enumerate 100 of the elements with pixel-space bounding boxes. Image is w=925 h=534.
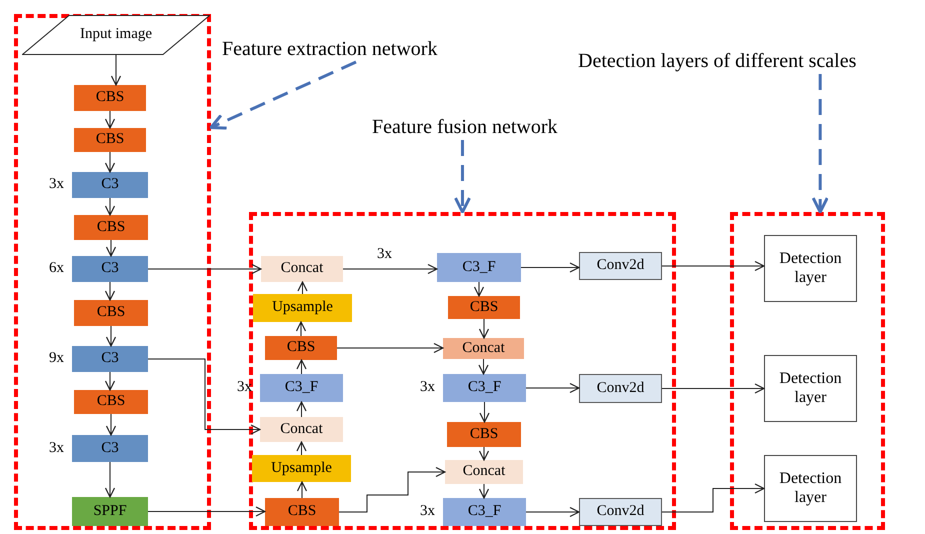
layer-block	[72, 435, 148, 462]
repeat-count: 9x	[49, 350, 64, 367]
block-label: Detection layer	[778, 250, 843, 287]
block-label: C3	[101, 176, 119, 194]
dashed-region	[14, 14, 211, 530]
arrow	[296, 321, 306, 336]
layer-block	[260, 417, 343, 442]
arrow	[520, 262, 580, 273]
block-label: Concat	[280, 260, 324, 278]
block-label: Conv2d	[596, 257, 644, 275]
layer-block	[72, 497, 148, 526]
block-label: C3	[101, 260, 119, 278]
repeat-count: 3x	[420, 379, 435, 396]
arrow	[662, 483, 765, 512]
block-label: C3_F	[284, 379, 318, 397]
block-label: C3_F	[462, 258, 496, 276]
block-label: CBS	[96, 304, 126, 322]
layer-block	[265, 336, 337, 360]
arrow	[296, 481, 308, 498]
layer-block	[579, 374, 662, 403]
layer-block	[74, 215, 148, 240]
block-label: Conv2d	[596, 380, 644, 398]
arrow	[478, 446, 490, 461]
layer-block	[261, 256, 343, 282]
layer-block	[72, 346, 148, 372]
block-label: C3	[101, 350, 119, 368]
layer-block	[253, 294, 352, 322]
arrow	[479, 402, 490, 423]
input-parallelogram	[22, 15, 210, 55]
arrow	[662, 383, 765, 394]
block-label: CBS	[470, 426, 498, 444]
layer-block	[252, 455, 351, 482]
arrow	[104, 372, 116, 391]
block-label: CBS	[288, 503, 316, 521]
layer-block	[445, 460, 523, 484]
block-label: SPPF	[93, 502, 127, 520]
layer-block	[74, 85, 146, 111]
block-label: CBS	[96, 89, 124, 107]
block-label: Input image	[80, 26, 152, 44]
arrow	[338, 466, 446, 512]
layer-block	[437, 253, 521, 282]
layer-block	[764, 235, 857, 302]
arrow	[106, 414, 116, 436]
layer-block	[579, 498, 662, 526]
block-label: Concat	[462, 463, 506, 481]
arrow	[478, 318, 490, 339]
dashed-pointer-arrow	[454, 140, 471, 214]
arrow	[104, 110, 116, 129]
block-label: Concat	[462, 340, 505, 358]
layer-block	[443, 374, 526, 402]
arrow	[336, 342, 444, 354]
layer-block	[448, 296, 520, 319]
block-label: Detection layer	[778, 370, 843, 407]
arrow	[106, 240, 116, 257]
arrow	[104, 282, 116, 301]
layer-block	[579, 252, 662, 280]
section-heading: Feature extraction network	[222, 36, 490, 62]
block-label: CBS	[96, 218, 126, 236]
layer-block	[74, 128, 146, 152]
repeat-count: 3x	[49, 176, 64, 193]
arrow	[104, 462, 116, 498]
block-label: CBS	[286, 339, 316, 357]
arrow	[106, 326, 116, 347]
arrow	[110, 54, 122, 86]
repeat-count: 3x	[49, 440, 64, 456]
layer-block	[443, 498, 526, 526]
arrow	[148, 506, 266, 517]
arrow	[148, 358, 261, 435]
block-label: Upsample	[271, 460, 332, 478]
arrow	[662, 260, 765, 272]
arrow	[526, 506, 580, 518]
block-label: C3	[101, 440, 119, 458]
repeat-count: 3x	[237, 379, 252, 396]
block-label: CBS	[96, 393, 126, 411]
arrow	[296, 401, 307, 418]
block-label: Conv2d	[596, 503, 644, 521]
arrow	[297, 281, 308, 294]
arrow	[478, 484, 490, 499]
repeat-count: 3x	[420, 503, 435, 520]
dashed-region	[730, 212, 885, 530]
section-heading: Feature fusion network	[372, 114, 604, 140]
block-label: Upsample	[272, 299, 333, 317]
repeat-count: 6x	[49, 260, 64, 277]
arrow	[478, 358, 489, 375]
block-label: Concat	[280, 420, 323, 438]
layer-block	[74, 390, 148, 414]
arrow	[104, 152, 116, 173]
layer-block	[447, 422, 521, 447]
arrow	[342, 264, 438, 274]
arrow	[296, 441, 307, 456]
arrow	[148, 264, 262, 274]
block-label: CBS	[470, 298, 498, 316]
layer-block	[74, 300, 148, 326]
block-label: Detection layer	[778, 470, 843, 507]
arrow	[104, 198, 116, 216]
block-label: C3_F	[468, 379, 502, 397]
layer-block	[72, 256, 148, 282]
dashed-pointer-arrow	[812, 74, 829, 214]
section-heading: Detection layers of different scales	[578, 48, 924, 74]
layer-block	[764, 455, 857, 522]
